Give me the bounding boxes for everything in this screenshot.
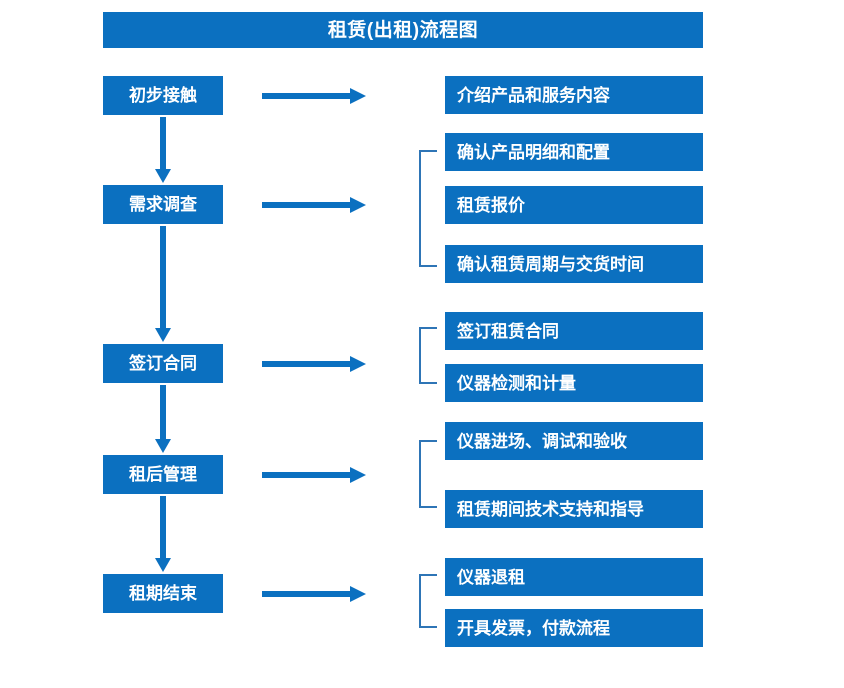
detail-label-1: 介绍产品和服务内容 xyxy=(457,85,610,105)
detail-box-10[interactable]: 开具发票，付款流程 xyxy=(445,609,703,647)
group-bracket-icon-2 xyxy=(419,327,437,384)
stage-label-3: 签订合同 xyxy=(129,354,197,373)
detail-box-1[interactable]: 介绍产品和服务内容 xyxy=(445,76,703,114)
stage-label-2: 需求调查 xyxy=(129,195,197,214)
group-bracket-icon-3 xyxy=(419,440,437,508)
detail-box-4[interactable]: 确认租赁周期与交货时间 xyxy=(445,245,703,283)
horizontal-arrow-icon-5 xyxy=(262,585,366,603)
detail-label-6: 仪器检测和计量 xyxy=(457,373,576,393)
detail-label-8: 租赁期间技术支持和指导 xyxy=(457,499,644,519)
detail-box-3[interactable]: 租赁报价 xyxy=(445,186,703,224)
detail-label-7: 仪器进场、调试和验收 xyxy=(457,431,627,451)
stage-box-2[interactable]: 需求调查 xyxy=(103,185,223,224)
detail-box-5[interactable]: 签订租赁合同 xyxy=(445,312,703,350)
vertical-arrow-icon-3 xyxy=(154,385,172,453)
horizontal-arrow-icon-3 xyxy=(262,355,366,373)
detail-label-10: 开具发票，付款流程 xyxy=(457,618,610,638)
stage-box-1[interactable]: 初步接触 xyxy=(103,76,223,115)
stage-label-1: 初步接触 xyxy=(129,86,197,105)
detail-box-6[interactable]: 仪器检测和计量 xyxy=(445,364,703,402)
stage-box-4[interactable]: 租后管理 xyxy=(103,455,223,494)
horizontal-arrow-icon-4 xyxy=(262,466,366,484)
stage-box-3[interactable]: 签订合同 xyxy=(103,344,223,383)
horizontal-arrow-icon-1 xyxy=(262,87,366,105)
horizontal-arrow-icon-2 xyxy=(262,196,366,214)
group-bracket-icon-1 xyxy=(419,150,437,267)
chart-title-text: 租赁(出租)流程图 xyxy=(327,19,479,41)
detail-label-4: 确认租赁周期与交货时间 xyxy=(457,254,644,274)
group-bracket-icon-4 xyxy=(419,574,437,628)
detail-label-9: 仪器退租 xyxy=(457,567,525,587)
stage-box-5[interactable]: 租期结束 xyxy=(103,574,223,613)
detail-label-5: 签订租赁合同 xyxy=(457,321,559,341)
detail-box-7[interactable]: 仪器进场、调试和验收 xyxy=(445,422,703,460)
detail-label-2: 确认产品明细和配置 xyxy=(457,142,610,162)
stage-label-4: 租后管理 xyxy=(129,465,197,484)
vertical-arrow-icon-2 xyxy=(154,226,172,342)
stage-label-5: 租期结束 xyxy=(129,584,197,603)
detail-box-8[interactable]: 租赁期间技术支持和指导 xyxy=(445,490,703,528)
chart-title-bar: 租赁(出租)流程图 xyxy=(103,12,703,48)
vertical-arrow-icon-4 xyxy=(154,496,172,572)
vertical-arrow-icon-1 xyxy=(154,117,172,183)
detail-box-2[interactable]: 确认产品明细和配置 xyxy=(445,133,703,171)
detail-label-3: 租赁报价 xyxy=(457,195,525,215)
detail-box-9[interactable]: 仪器退租 xyxy=(445,558,703,596)
